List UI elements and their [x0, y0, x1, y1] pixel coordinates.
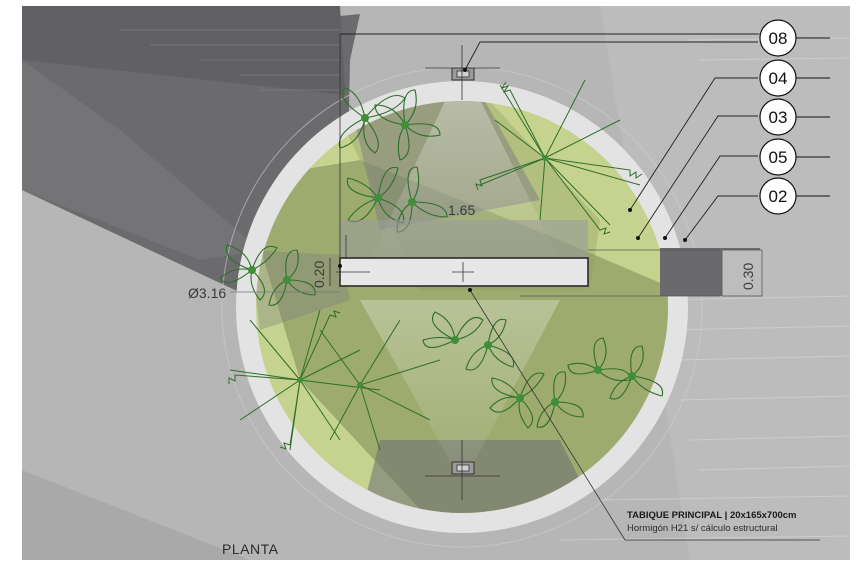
shadow-hatch	[120, 29, 340, 91]
vegetation	[228, 79, 643, 451]
light-cone-bottom	[360, 300, 560, 470]
light-cone-top	[370, 101, 560, 260]
leafy-plants	[219, 87, 664, 429]
circle-shadow-left	[256, 250, 350, 330]
dim-wall-thickness: 0.20	[311, 261, 327, 288]
callout-tag: 04	[769, 69, 788, 88]
dim-box-030	[721, 249, 763, 297]
note-subtitle: Hormigón H21 s/ cálculo estructural	[627, 523, 777, 534]
shadow-fade	[22, 60, 260, 260]
plan-title: PLANTA	[222, 541, 279, 557]
left-terrain	[22, 60, 250, 560]
dim-wall-length: 1.65	[448, 202, 475, 218]
callout-tag: 08	[769, 29, 788, 48]
fern-bottom-center	[319, 319, 441, 451]
top-shadow	[22, 6, 345, 95]
callout-leaders	[340, 33, 758, 241]
fern-bottom-left	[228, 309, 381, 451]
callout-tag: 05	[769, 148, 788, 167]
note-title: TABIQUE PRINCIPAL | 20x165x700cm	[627, 510, 797, 521]
dim-diameter: Ø3.16	[188, 285, 226, 301]
callout-tag: 02	[769, 187, 788, 206]
spotlight-top	[425, 45, 500, 100]
callout-tails	[796, 37, 830, 197]
dim-marker	[338, 264, 342, 268]
callout-tag: 03	[769, 108, 788, 127]
fern-top-right	[475, 79, 643, 235]
main-wall	[339, 220, 720, 297]
spotlight-bottom	[425, 440, 500, 500]
callout-dots	[463, 68, 687, 292]
callout-bubbles	[759, 19, 797, 215]
dim-side-thickness: 0.30	[740, 263, 756, 290]
